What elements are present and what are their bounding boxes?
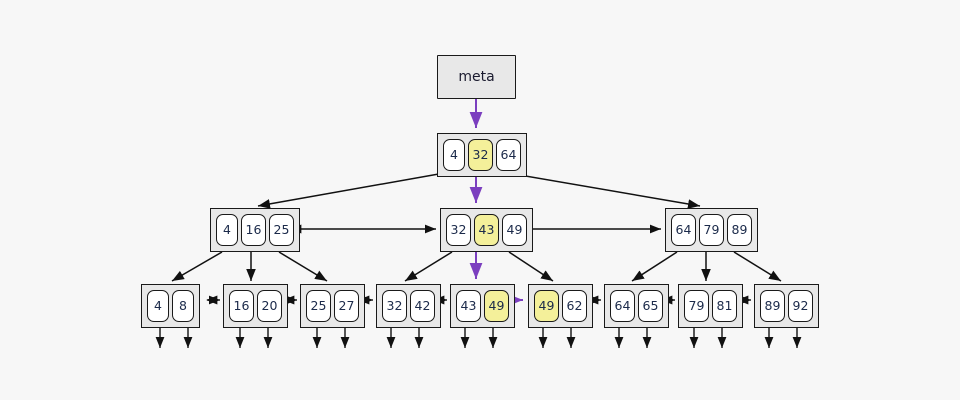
leaf-7-cell-0[interactable]: 64 bbox=[610, 290, 635, 322]
leaf-5-cell-0[interactable]: 43 bbox=[456, 290, 481, 322]
leaf-5-cell-1[interactable]: 49 bbox=[484, 290, 509, 322]
leaf-node-3[interactable]: 25 27 bbox=[300, 284, 365, 328]
leaf-6-cell-1[interactable]: 62 bbox=[562, 290, 587, 322]
internal-left-cell-2[interactable]: 25 bbox=[269, 214, 294, 246]
leaf-4-cell-0[interactable]: 32 bbox=[382, 290, 407, 322]
root-cell-0[interactable]: 4 bbox=[443, 139, 465, 171]
leaf-9-cell-0[interactable]: 89 bbox=[760, 290, 785, 322]
meta-node[interactable]: meta bbox=[437, 55, 516, 99]
leaf-1-cell-1[interactable]: 8 bbox=[172, 290, 194, 322]
internal-right-cell-2[interactable]: 89 bbox=[727, 214, 752, 246]
leaf-8-cell-1[interactable]: 81 bbox=[712, 290, 737, 322]
leaf-6-cell-0[interactable]: 49 bbox=[534, 290, 559, 322]
search-path-edges bbox=[469, 99, 523, 307]
leaf-3-cell-0[interactable]: 25 bbox=[306, 290, 331, 322]
leaf-node-7[interactable]: 64 65 bbox=[604, 284, 669, 328]
root-cell-2[interactable]: 64 bbox=[496, 139, 521, 171]
internal-to-leaf-edges bbox=[171, 251, 782, 282]
root-node[interactable]: 4 32 64 bbox=[437, 133, 527, 177]
leaf-1-cell-0[interactable]: 4 bbox=[147, 290, 169, 322]
leaf-node-8[interactable]: 79 81 bbox=[678, 284, 743, 328]
leaf-7-cell-1[interactable]: 65 bbox=[638, 290, 663, 322]
leaf-node-6[interactable]: 49 62 bbox=[528, 284, 593, 328]
internal-node-mid[interactable]: 32 43 49 bbox=[440, 208, 533, 252]
internal-right-cell-0[interactable]: 64 bbox=[671, 214, 696, 246]
internal-left-cell-0[interactable]: 4 bbox=[216, 214, 238, 246]
internal-node-left[interactable]: 4 16 25 bbox=[210, 208, 300, 252]
internal-mid-cell-0[interactable]: 32 bbox=[446, 214, 471, 246]
root-cell-1[interactable]: 32 bbox=[468, 139, 493, 171]
meta-node-label: meta bbox=[458, 69, 495, 85]
leaf-9-cell-1[interactable]: 92 bbox=[788, 290, 813, 322]
internal-right-cell-1[interactable]: 79 bbox=[699, 214, 724, 246]
root-to-internal-edges bbox=[257, 171, 701, 209]
leaf-2-cell-1[interactable]: 20 bbox=[257, 290, 282, 322]
internal-node-right[interactable]: 64 79 89 bbox=[665, 208, 758, 252]
internal-mid-cell-2[interactable]: 49 bbox=[502, 214, 527, 246]
leaf-node-1[interactable]: 4 8 bbox=[141, 284, 200, 328]
leaf-node-2[interactable]: 16 20 bbox=[223, 284, 288, 328]
internal-left-cell-1[interactable]: 16 bbox=[241, 214, 266, 246]
leaf-8-cell-0[interactable]: 79 bbox=[684, 290, 709, 322]
leaf-3-cell-1[interactable]: 27 bbox=[334, 290, 359, 322]
internal-mid-cell-1[interactable]: 43 bbox=[474, 214, 499, 246]
leaf-node-4[interactable]: 32 42 bbox=[376, 284, 441, 328]
leaf-2-cell-0[interactable]: 16 bbox=[229, 290, 254, 322]
leaf-node-5[interactable]: 43 49 bbox=[450, 284, 515, 328]
leaf-4-cell-1[interactable]: 42 bbox=[410, 290, 435, 322]
leaf-node-9[interactable]: 89 92 bbox=[754, 284, 819, 328]
